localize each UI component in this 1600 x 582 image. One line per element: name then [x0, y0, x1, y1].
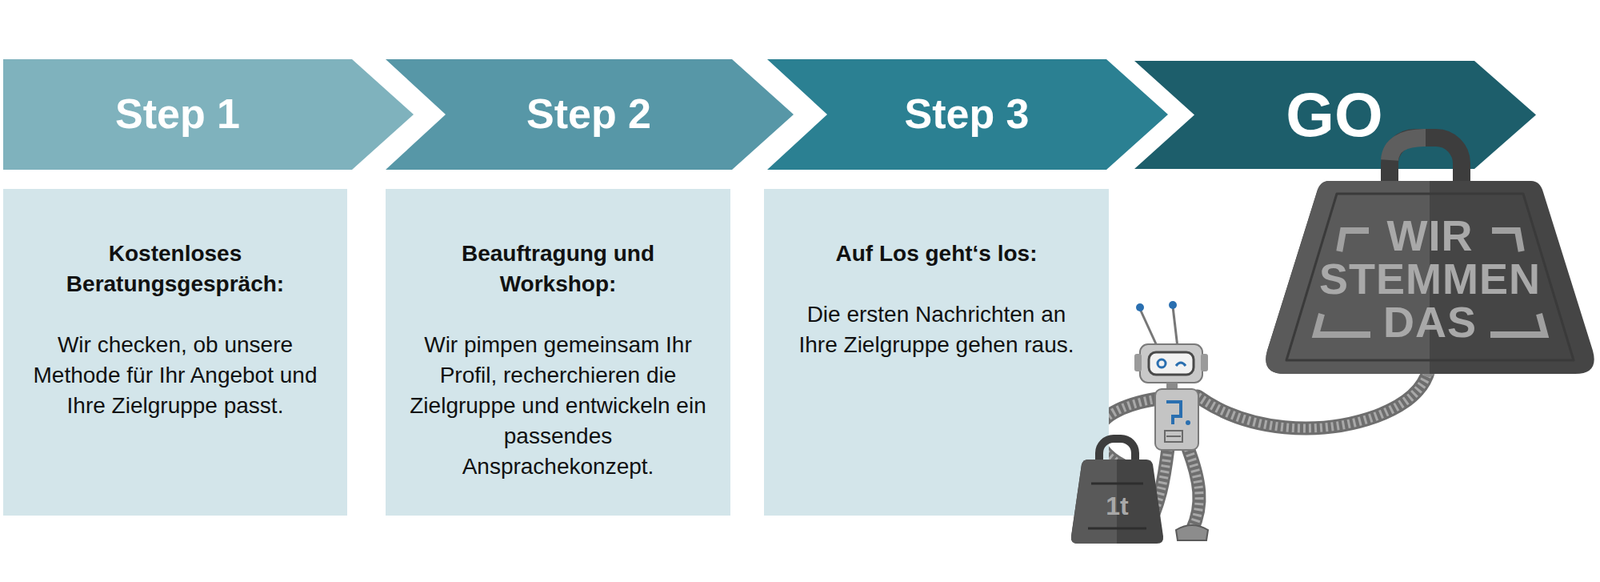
- small-weight-body: [1071, 459, 1164, 544]
- weight-label-area: WIR STEMMEN DAS: [1263, 180, 1597, 376]
- step-label: Step 1: [115, 91, 240, 137]
- robot-arm: [1197, 369, 1429, 428]
- robot-head: [1140, 344, 1203, 383]
- weight-bracket: [1316, 316, 1368, 335]
- robot-antenna-tip: [1168, 300, 1177, 309]
- step-arrow: Step 3: [767, 59, 1168, 170]
- step-label: GO: [1285, 80, 1383, 150]
- arrow-label-area: Step 3: [767, 59, 1168, 170]
- robot-leg: [1188, 448, 1200, 530]
- weight-icon: WIR STEMMEN DAS: [1263, 128, 1597, 376]
- weight-bevel: [1286, 193, 1574, 360]
- arrow-fill: [767, 59, 1168, 170]
- robot-antenna-tip: [1136, 303, 1144, 312]
- robot-antenna: [1172, 306, 1178, 348]
- robot-arm-ribs: [1197, 369, 1429, 428]
- step-arrow: Step 1: [3, 59, 414, 170]
- step-box: Kostenloses Beratungsgespräch: Wir checke…: [3, 188, 348, 516]
- weight-slogan: WIR STEMMEN DAS: [1319, 213, 1541, 344]
- step-box: Auf Los geht‘s los: Die ersten Nachrichte…: [764, 188, 1109, 516]
- robot-ear: [1200, 353, 1208, 372]
- robot-body: [1155, 388, 1199, 450]
- step-box: Beauftragung und Workshop: Wir pimpen gem…: [385, 188, 731, 516]
- weight-label: 1t: [1105, 492, 1128, 519]
- small-weight-label-area: 1t: [1070, 484, 1164, 527]
- robot-foot: [1176, 524, 1208, 540]
- robot-grille: [1166, 435, 1181, 437]
- small-weight-line: [1091, 482, 1144, 485]
- step-description: Wir checken, ob unsere Methode für Ihr A…: [27, 329, 324, 421]
- arrow-fill: [385, 59, 794, 170]
- robot-grille: [1164, 430, 1183, 442]
- arrow-fill: [1134, 60, 1536, 169]
- robot-leg-ribs: [1188, 448, 1200, 530]
- step-description: Wir pimpen gemeinsam Ihr Profil, recherc…: [409, 329, 707, 482]
- small-weight-body-light: [1071, 459, 1117, 544]
- small-weight-shape: [1070, 433, 1164, 544]
- arrow-label-area: Step 1: [3, 59, 414, 170]
- arrow-label-area: Step 2: [385, 59, 794, 170]
- weight-body-light: [1265, 180, 1430, 374]
- robot-eye: [1176, 362, 1186, 366]
- robot-light: [1185, 420, 1191, 425]
- small-weight-icon: 1t: [1070, 433, 1164, 544]
- step-label: Step 3: [904, 91, 1029, 137]
- step-arrow: Step 2: [385, 59, 794, 170]
- step-heading: Auf Los geht‘s los:: [788, 238, 1085, 269]
- weight-handle: [1389, 137, 1426, 160]
- step-heading: Beauftragung und Workshop:: [409, 238, 707, 300]
- robot-visor: [1148, 352, 1194, 375]
- robot-antenna: [1140, 308, 1158, 348]
- robot-ear: [1134, 353, 1142, 372]
- weight-bracket: [1493, 316, 1545, 335]
- step-label: Step 2: [526, 91, 652, 137]
- arrow-label-area: GO: [1134, 60, 1536, 169]
- step-heading: Kostenloses Beratungsgespräch:: [27, 238, 324, 300]
- weight-bracket: [1340, 230, 1366, 248]
- robot-eye: [1157, 359, 1166, 368]
- arrow-fill: [3, 59, 414, 170]
- weight-bracket: [1495, 230, 1521, 248]
- step-description: Die ersten Nachrichten an Ihre Zielgrupp…: [788, 299, 1085, 360]
- go-arrow: GO: [1134, 60, 1536, 169]
- weight-body: [1265, 180, 1594, 374]
- small-weight-line: [1088, 527, 1147, 530]
- robot-logo: [1166, 401, 1181, 424]
